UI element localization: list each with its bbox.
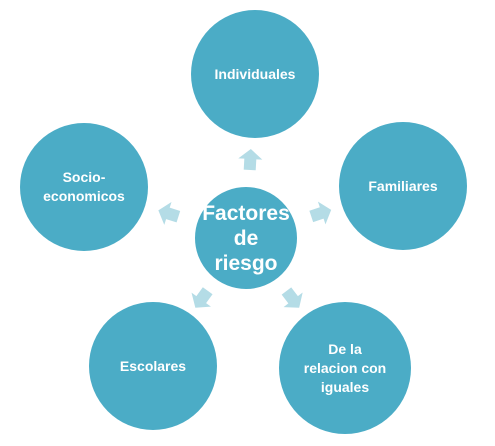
arrow-to-escolares <box>191 287 213 308</box>
arrow-to-socio-economicos <box>158 201 181 225</box>
arrow-to-individuales <box>238 149 263 171</box>
arrows-layer <box>158 149 332 308</box>
node-individuales: Individuales <box>191 10 319 138</box>
node-label-line: Socio- <box>62 169 106 185</box>
arrow-to-familiares <box>309 201 332 225</box>
node-relacion-iguales: De la relacion con iguales <box>279 302 411 434</box>
node-label-line: iguales <box>320 378 370 395</box>
node-label-line: de <box>233 226 259 250</box>
node-label-line: Familiares <box>368 177 438 194</box>
node-socio-economicos: Socio-economicos <box>20 123 148 251</box>
arrow-to-relacion-iguales <box>281 287 303 308</box>
node-label-line: Individuales <box>214 65 296 82</box>
node-label-line: riesgo <box>214 251 278 275</box>
node-label: De la relacion con iguales <box>304 340 386 397</box>
node-label: Individuales <box>215 65 296 84</box>
node-label-line: relacion con <box>303 359 387 376</box>
node-label: Socio-economicos <box>43 168 125 206</box>
node-label-line: economicos <box>43 188 125 204</box>
node-familiares: Familiares <box>339 122 467 250</box>
node-label: Familiares <box>368 177 437 196</box>
node-label: Escolares <box>120 357 186 376</box>
node-escolares: Escolares <box>89 302 217 430</box>
node-label-line: De la <box>328 340 362 357</box>
node-label-line: Escolares <box>119 357 187 374</box>
node-label-line: Factores <box>202 201 290 225</box>
